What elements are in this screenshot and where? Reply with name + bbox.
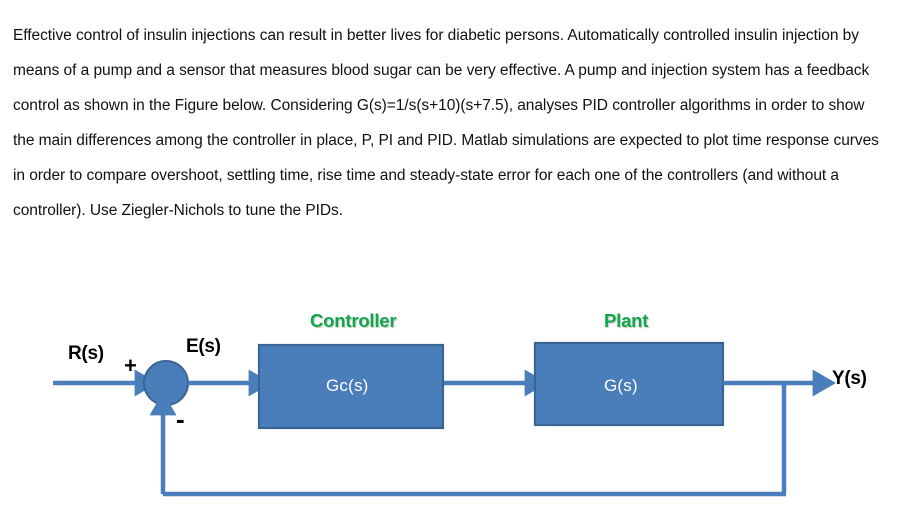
controller-title-label: Controller xyxy=(310,310,397,331)
plant-block xyxy=(533,341,725,427)
minus-sign-label: - xyxy=(176,404,185,434)
block-diagram-graphics xyxy=(53,341,836,497)
plant-title-label: Plant xyxy=(604,310,649,331)
problem-statement: Effective control of insulin injections … xyxy=(13,18,885,228)
plus-sign-label: + xyxy=(124,353,137,378)
error-signal-label: E(s) xyxy=(186,336,221,357)
controller-transfer-function-text: Gc(s) xyxy=(326,376,369,395)
input-signal-label: R(s) xyxy=(68,343,104,364)
controller-block xyxy=(257,343,445,430)
plant-transfer-function-text: G(s) xyxy=(604,376,638,395)
summing-junction xyxy=(143,360,189,406)
problem-paragraph: Effective control of insulin injections … xyxy=(13,27,879,219)
output-signal-label: Y(s) xyxy=(832,368,867,389)
feedback-control-block-diagram: R(s) E(s) Y(s) + - Controller Plant Gc(s… xyxy=(0,280,898,529)
